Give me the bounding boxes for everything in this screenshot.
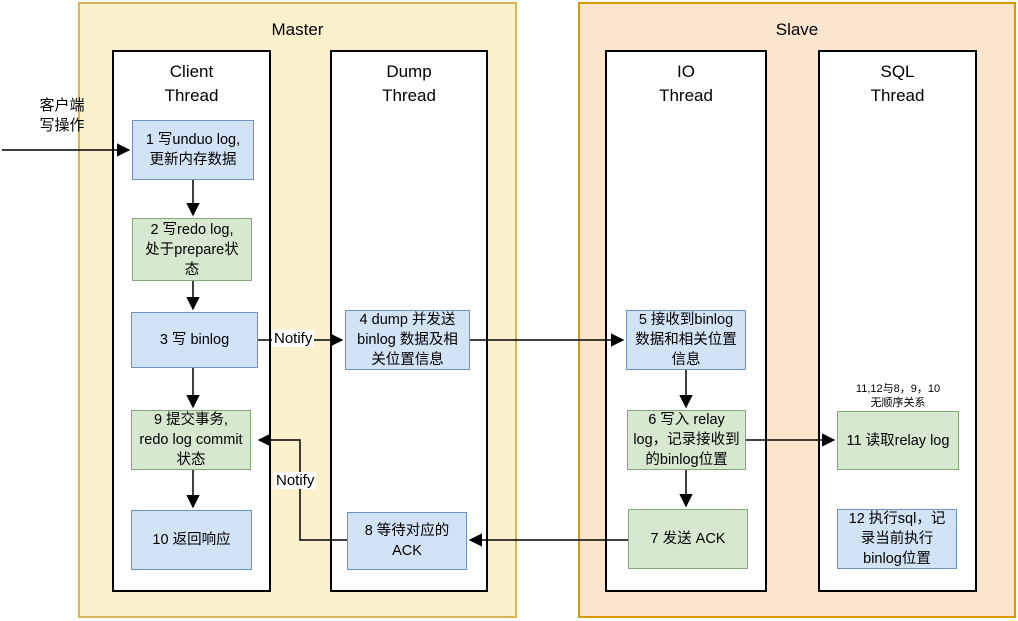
sql-thread-title: SQL Thread (870, 62, 925, 105)
client-write-operation-label: 客户端 写操作 (39, 97, 85, 134)
step-box-5: 5 接收到binlog 数据和相关位置 信息 (626, 310, 746, 370)
notify-label-1: Notify (272, 330, 315, 347)
step-box-2: 2 写redo log, 处于prepare状 态 (132, 218, 252, 281)
step-box-8: 8 等待对应的 ACK (347, 512, 467, 570)
dump-thread-title: Dump Thread (382, 62, 436, 105)
step-box-9: 9 提交事务, redo log commit 状态 (131, 410, 251, 470)
step-box-3: 3 写 binlog (131, 312, 258, 368)
slave-region-title: Slave (775, 20, 819, 39)
step-box-6: 6 写入 relay log，记录接收到 的binlog位置 (627, 410, 746, 470)
notify-label-2: Notify (274, 472, 317, 489)
no-order-relation-note: 11,12与8，9，10 无顺序关系 (855, 383, 941, 409)
step-box-11: 11 读取relay log (837, 411, 959, 470)
client-thread-title: Client Thread (164, 62, 219, 105)
step-box-7: 7 发送 ACK (628, 509, 748, 569)
sql-thread-column: SQL Thread (818, 50, 977, 592)
step-box-1: 1 写unduo log, 更新内存数据 (132, 120, 254, 180)
io-thread-title: IO Thread (659, 62, 713, 105)
step-box-10: 10 返回响应 (131, 510, 252, 570)
step-box-4: 4 dump 并发送 binlog 数据及相 关位置信息 (345, 310, 470, 370)
master-region-title: Master (271, 20, 324, 39)
step-box-12: 12 执行sql，记 录当前执行 binlog位置 (837, 509, 957, 569)
